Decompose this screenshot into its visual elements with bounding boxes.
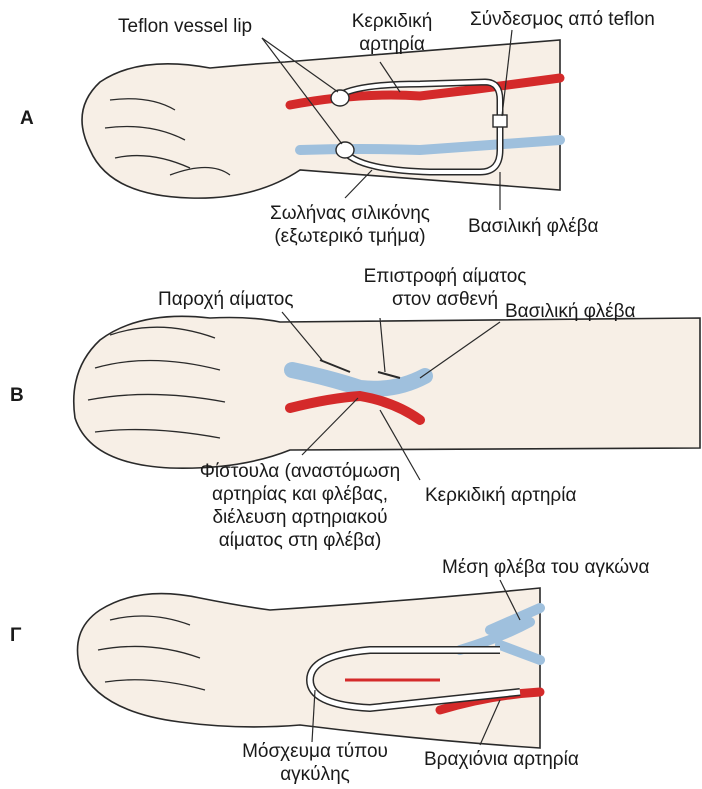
label-brachial-artery: Βραχιόνια αρτηρία — [424, 748, 579, 771]
label-loop-graft: Μόσχευμα τύπου αγκύλης — [215, 740, 415, 786]
panel-c-illustration — [78, 580, 541, 748]
label-loop-graft-line1: Μόσχευμα τύπου — [215, 740, 415, 763]
label-median-cubital-vein: Μέση φλέβα του αγκώνα — [442, 556, 650, 579]
panel-letter-a: A — [20, 108, 34, 130]
label-blood-return-line1: Επιστροφή αίματος — [330, 265, 560, 288]
label-radial-artery-a-line1: Κερκιδική — [322, 10, 462, 33]
label-fistula: Φίστουλα (αναστόμωση αρτηρίας και φλέβας… — [175, 460, 425, 552]
panel-a-illustration — [82, 30, 560, 210]
panel-a-vessel-lip-vein — [336, 142, 354, 158]
label-radial-artery-b: Κερκιδική αρτηρία — [425, 484, 576, 507]
label-fistula-line4: αίματος στη φλέβα) — [175, 529, 425, 552]
panel-a-teflon-connector — [493, 115, 507, 127]
panel-a-vessel-lip-artery — [331, 90, 349, 106]
label-loop-graft-line2: αγκύλης — [215, 763, 415, 786]
panel-letter-b: B — [10, 385, 24, 407]
label-teflon-vessel-lip: Teflon vessel lip — [118, 15, 252, 38]
label-radial-artery-a: Κερκιδική αρτηρία — [322, 10, 462, 56]
label-silicone-tube-line1: Σωλήνας σιλικόνης — [245, 202, 455, 225]
label-basilic-vein-a: Βασιλική φλέβα — [468, 215, 599, 238]
label-fistula-line3: διέλευση αρτηριακού — [175, 506, 425, 529]
label-silicone-tube: Σωλήνας σιλικόνης (εξωτερικό τμήμα) — [245, 202, 455, 248]
label-fistula-line2: αρτηρίας και φλέβας, — [175, 483, 425, 506]
label-teflon-connector: Σύνδεσμος από teflon — [470, 8, 655, 31]
label-radial-artery-a-line2: αρτηρία — [322, 33, 462, 56]
panel-b-illustration — [74, 312, 700, 480]
label-fistula-line1: Φίστουλα (αναστόμωση — [175, 460, 425, 483]
label-basilic-vein-b: Βασιλική φλέβα — [505, 300, 636, 323]
label-blood-supply: Παροχή αίματος — [158, 288, 294, 311]
panel-letter-c: Γ — [10, 625, 21, 647]
panel-c-arm — [78, 588, 541, 748]
label-silicone-tube-line2: (εξωτερικό τμήμα) — [245, 225, 455, 248]
